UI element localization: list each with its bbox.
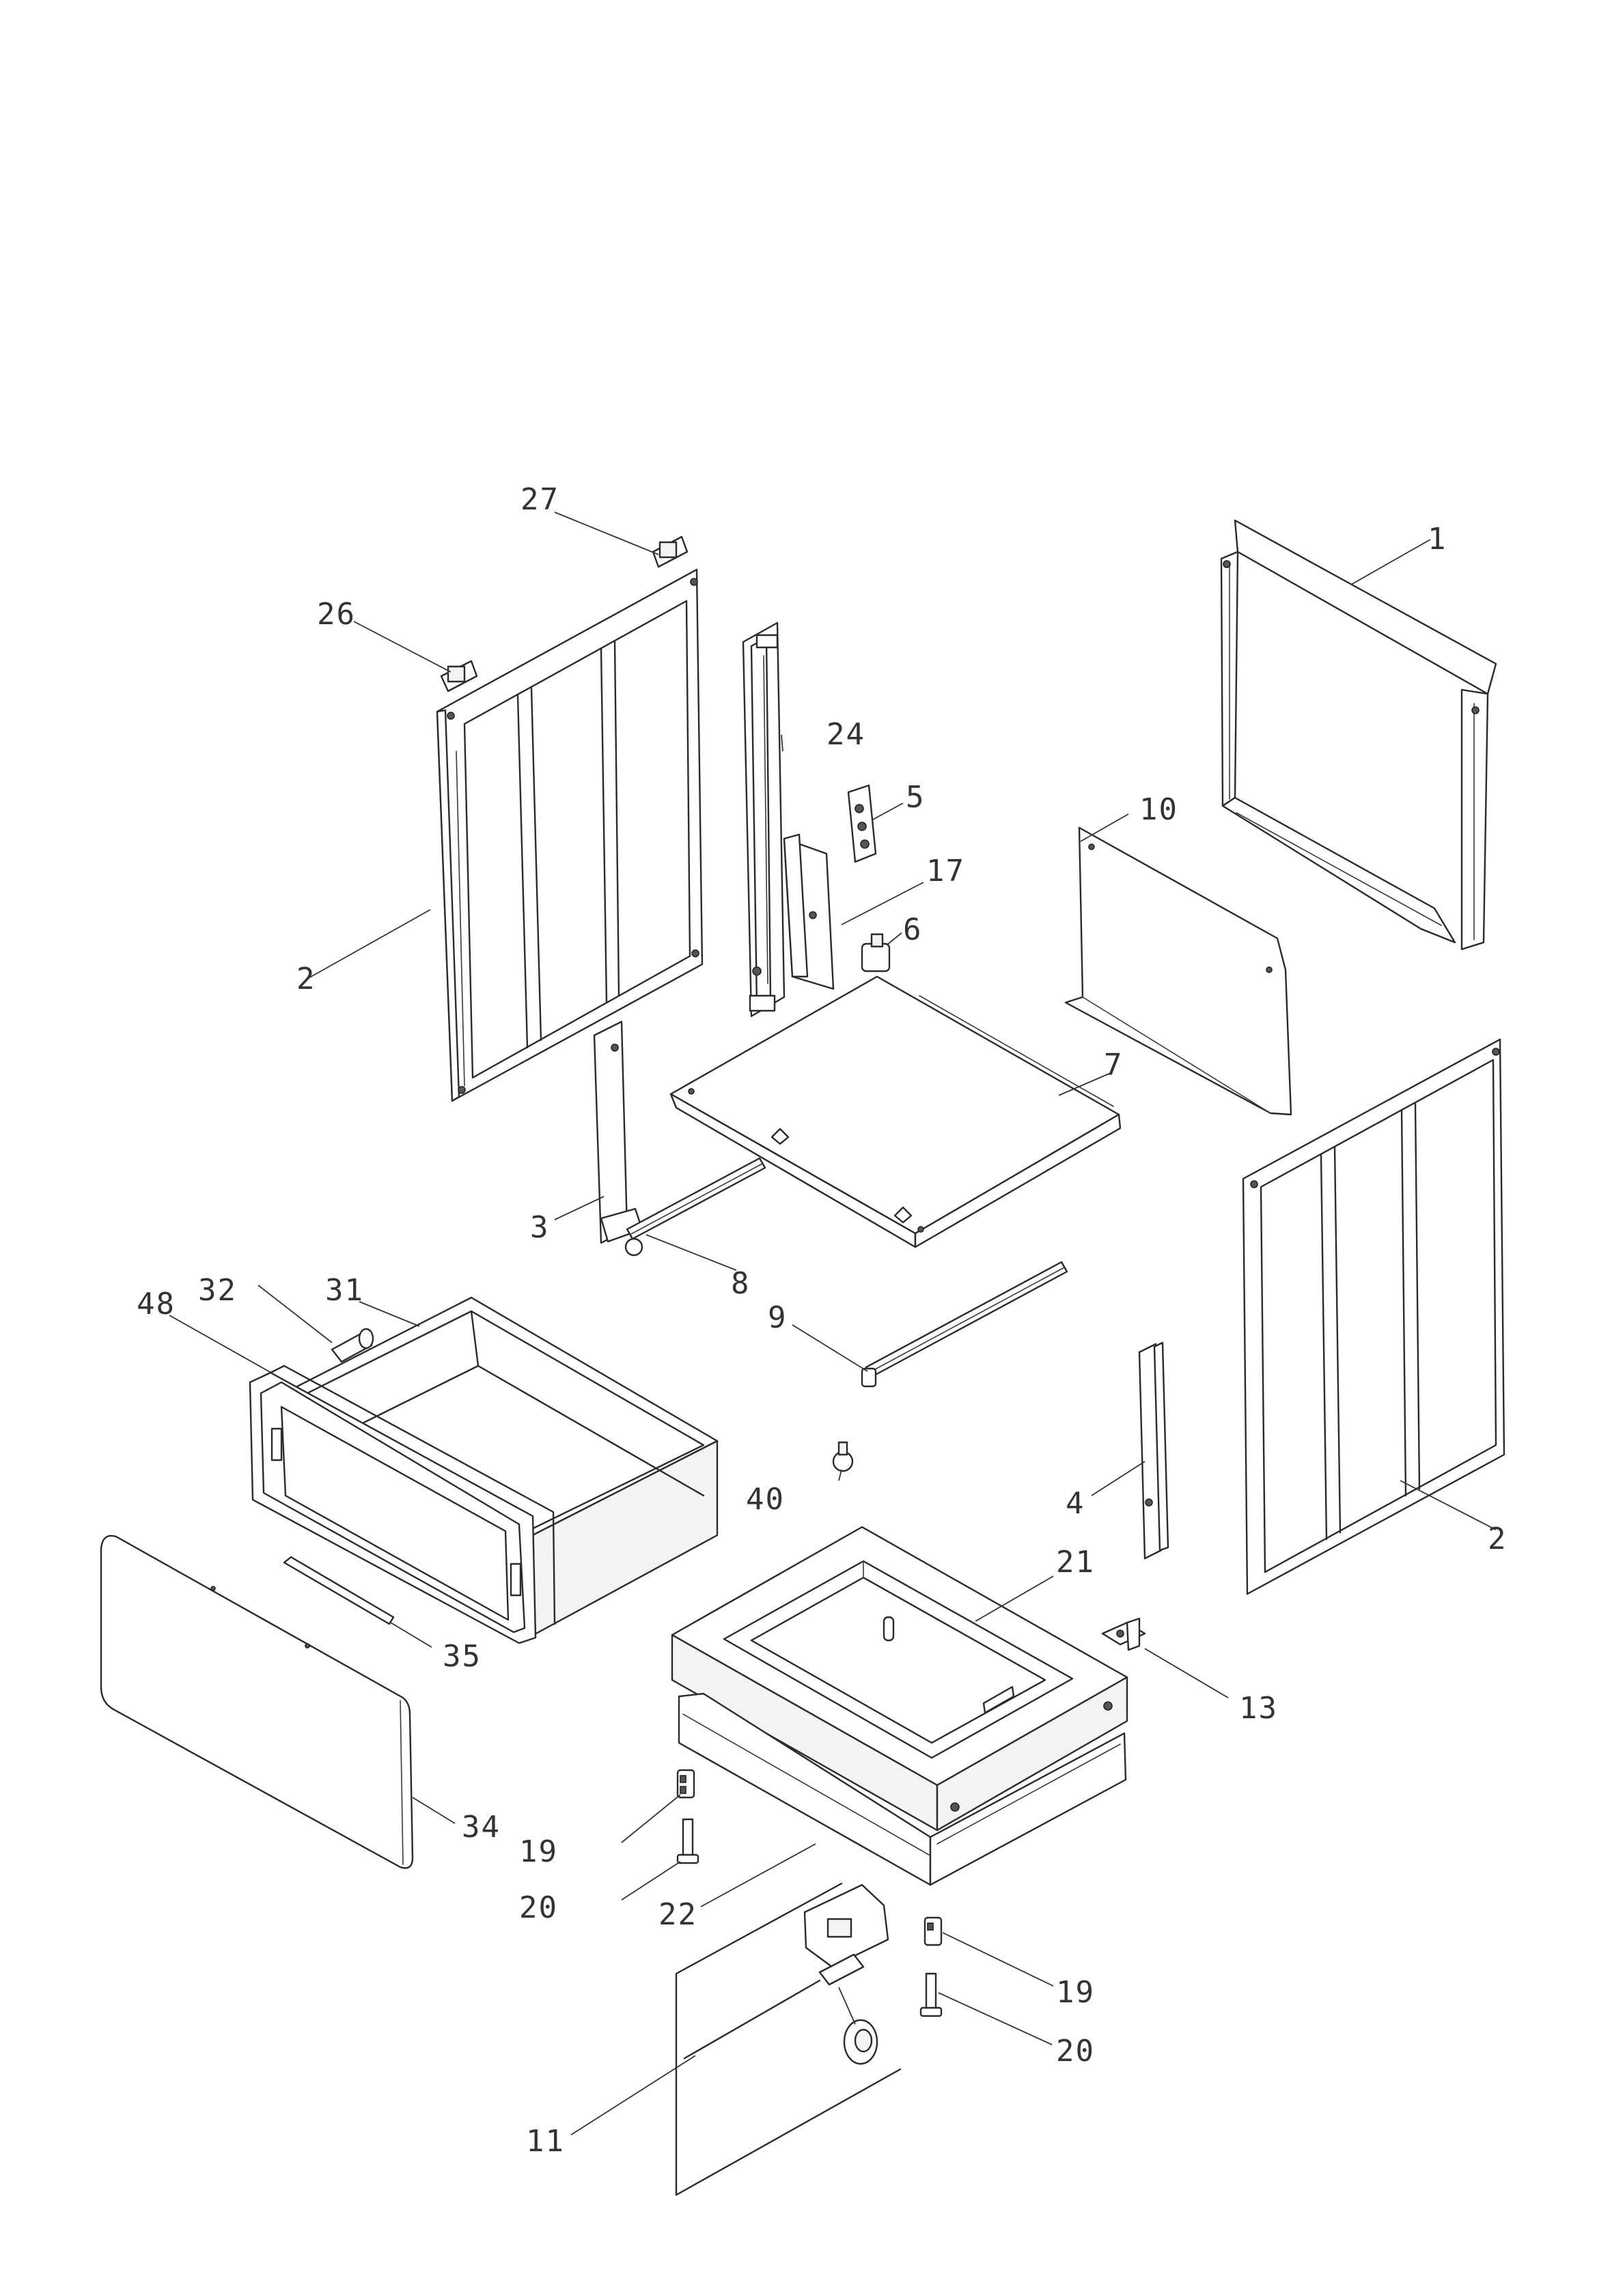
part-24-vertical-channel: [742, 621, 786, 1018]
callout-10: 10: [1139, 792, 1178, 827]
callout-19-left: 19: [519, 1834, 558, 1869]
callout-9: 9: [768, 1300, 788, 1335]
part-22-lower-base: [678, 1692, 1127, 1886]
part-11-wheel-assembly: [675, 1882, 902, 2196]
callout-5: 5: [906, 780, 926, 815]
part-21-base-frame: [671, 1526, 1128, 1832]
part-19-hinge-left: [676, 1769, 695, 1799]
callout-7: 7: [1104, 1048, 1124, 1082]
callout-34: 34: [462, 1810, 501, 1845]
part-19-hinge-right: [924, 1916, 943, 1946]
part-1-back-panel: [1220, 519, 1497, 951]
part-34-drawer-front: [100, 1535, 414, 1869]
part-26-bracket: [440, 660, 478, 692]
part-8-slide-rail: [624, 1157, 766, 1257]
callout-2-left: 2: [296, 962, 316, 996]
part-27-bracket: [652, 535, 689, 568]
part-6-fitting: [861, 933, 891, 972]
callout-32: 32: [198, 1273, 237, 1308]
part-13-angle-bracket: [1101, 1617, 1146, 1651]
part-7-tray: [669, 975, 1122, 1248]
callout-27: 27: [520, 482, 559, 517]
part-3-leg-bracket: [593, 1020, 643, 1244]
callout-21: 21: [1056, 1545, 1095, 1580]
part-32-handle: [331, 1328, 374, 1363]
callout-19-right: 19: [1056, 1975, 1095, 2010]
callout-26: 26: [317, 597, 356, 632]
part-48-drawer-frame: [249, 1364, 556, 1644]
callout-48: 48: [137, 1287, 176, 1321]
callout-3: 3: [530, 1210, 550, 1245]
part-20-leveler-left: [676, 1818, 699, 1864]
part-17-channel: [783, 833, 835, 990]
part-5-bracket: [847, 784, 877, 863]
part-2-left-side-panel: [436, 568, 704, 1102]
callout-17: 17: [926, 854, 965, 888]
callout-20-right: 20: [1056, 2034, 1095, 2069]
callout-31: 31: [325, 1273, 364, 1308]
part-20-leveler-right: [919, 1972, 943, 2017]
part-2-right-side-panel: [1242, 1038, 1505, 1595]
callout-8: 8: [731, 1266, 751, 1301]
part-10-inner-panel: [1064, 826, 1292, 1116]
part-40-screw: [832, 1441, 854, 1472]
callout-1: 1: [1428, 522, 1447, 557]
callout-11: 11: [526, 2124, 565, 2159]
callout-24: 24: [827, 717, 865, 752]
part-4-vertical-bracket: [1138, 1341, 1169, 1560]
callout-labels: 1 2 2 3 4 5 6 7 8 9 10 11 13 17 19 19 20…: [137, 482, 1508, 2159]
part-35-trim-strip: [283, 1556, 395, 1625]
callout-40: 40: [746, 1482, 785, 1517]
part-9-slide-rail: [861, 1261, 1068, 1388]
leader-lines: [169, 512, 1497, 2136]
callout-20-left: 20: [519, 1890, 558, 1925]
callout-6: 6: [903, 912, 923, 947]
callout-4: 4: [1066, 1486, 1085, 1521]
callout-35: 35: [443, 1639, 482, 1674]
callout-22: 22: [658, 1897, 697, 1932]
callout-2-right: 2: [1488, 1522, 1508, 1556]
callout-13: 13: [1239, 1691, 1278, 1726]
